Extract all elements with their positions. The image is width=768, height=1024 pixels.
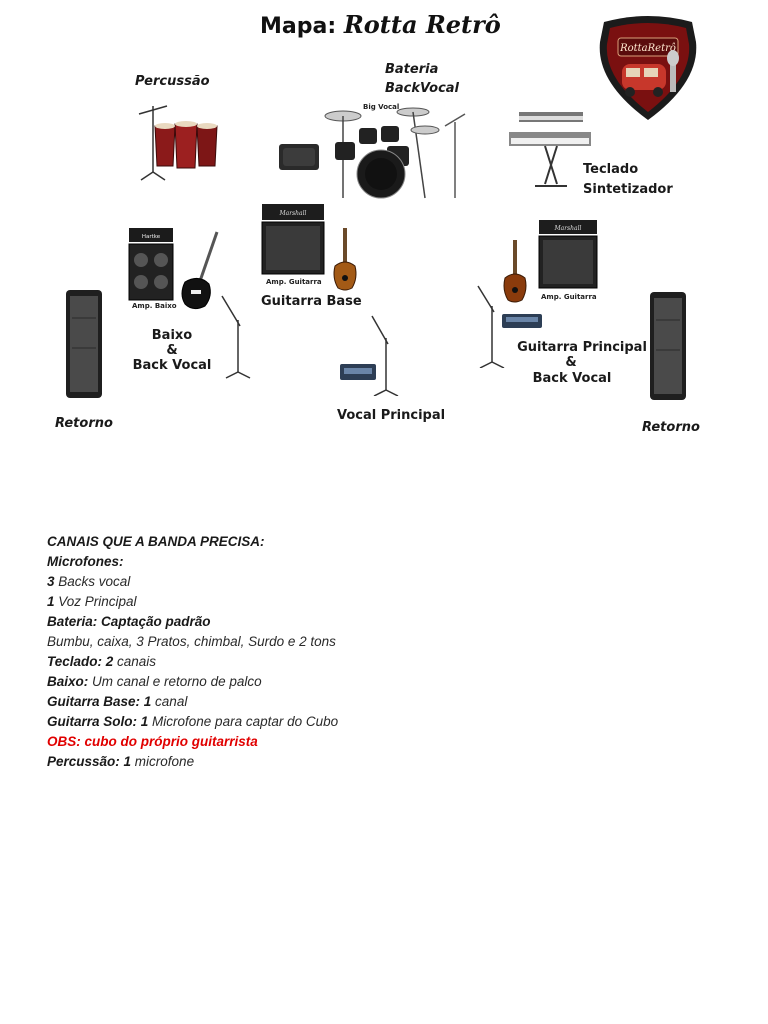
label-amp-guitarra-principal: Amp. Guitarra — [541, 293, 597, 301]
label-retorno-right: Retorno — [642, 420, 700, 435]
obs-line: OBS: cubo do próprio guitarrista — [47, 734, 258, 749]
label-baixo: Baixo — [151, 328, 193, 343]
label-guitarra-base: Guitarra Base — [261, 294, 362, 309]
bass-guitar-icon — [181, 231, 219, 310]
label-sintetizador: Sintetizador — [583, 182, 673, 197]
label-guitarra-principal: Guitarra Principal — [517, 340, 647, 355]
guitar-base-icon — [333, 228, 357, 291]
amp-brand-hartke: Hartke — [142, 234, 161, 240]
bateria-detail-line: Bumbu, caixa, 3 Pratos, chimbal, Surdo e… — [47, 634, 336, 649]
label-teclado: Teclado — [583, 162, 639, 177]
title-band-name: Rotta Retrô — [343, 10, 501, 39]
teclado-line: Teclado: 2 canais — [47, 654, 157, 669]
label-percussao: Percussão — [135, 74, 210, 89]
label-baixo-backvocal: Back Vocal — [132, 358, 212, 373]
label-retorno-left: Retorno — [55, 416, 113, 431]
label-baixo-and: & — [166, 343, 178, 358]
channels-heading: CANAIS QUE A BANDA PRECISA: — [47, 534, 265, 549]
backs-vocal-line: 3 Backs vocal — [47, 574, 131, 589]
microfones-heading: Microfones: — [47, 554, 124, 569]
mic-stand-bass-icon — [221, 295, 251, 379]
stage-map: Mapa: Rotta Retrô RottaRetrô Percussão B… — [0, 0, 768, 460]
label-amp-baixo: Amp. Baixo — [132, 302, 177, 310]
label-amp-guitarra-base: Amp. Guitarra — [266, 278, 322, 286]
title-prefix: Mapa: — [260, 14, 337, 39]
keyboard-icon — [509, 112, 591, 187]
guitarra-solo-line: Guitarra Solo: 1 Microfone para captar d… — [47, 714, 339, 729]
label-gp-backvocal: Back Vocal — [532, 371, 612, 386]
bass-amp-icon: Hartke — [128, 228, 174, 301]
guitar-principal-icon — [503, 240, 527, 303]
label-gp-and: & — [565, 355, 577, 370]
label-backvocal-drums: BackVocal — [385, 81, 460, 96]
percussao-line: Percussão: 1 microfone — [47, 754, 195, 769]
amp-brand-2: Marshall — [554, 225, 582, 232]
monitor-left-icon — [66, 290, 102, 398]
label-vocal-principal: Vocal Principal — [337, 408, 446, 423]
drum-kit-icon — [279, 107, 466, 199]
monitor-right-icon — [650, 292, 686, 400]
amp-brand-1: Marshall — [279, 210, 307, 217]
voz-principal-line: 1 Voz Principal — [47, 594, 137, 609]
guitarra-base-line: Guitarra Base: 1 canal — [47, 694, 188, 709]
guitar-amp-principal-icon: Marshall — [538, 220, 598, 289]
label-big-vocal: Big Vocal — [363, 103, 400, 111]
label-bateria: Bateria — [385, 62, 439, 77]
guitar-amp-base-icon: Marshall — [261, 204, 325, 275]
bateria-line: Bateria: Captação padrão — [47, 614, 211, 629]
mic-stand-gp-icon — [477, 285, 505, 368]
band-logo: RottaRetrô — [599, 16, 697, 120]
baixo-line: Baixo: Um canal e retorno de palco — [47, 674, 262, 689]
congas-icon — [138, 105, 218, 181]
page-title: Mapa: Rotta Retrô — [260, 10, 501, 39]
pedalboard-icon — [502, 314, 542, 328]
logo-text: RottaRetrô — [619, 43, 676, 54]
channel-requirements: CANAIS QUE A BANDA PRECISA: Microfones: … — [47, 532, 338, 772]
vocal-principal-icon — [340, 315, 399, 396]
